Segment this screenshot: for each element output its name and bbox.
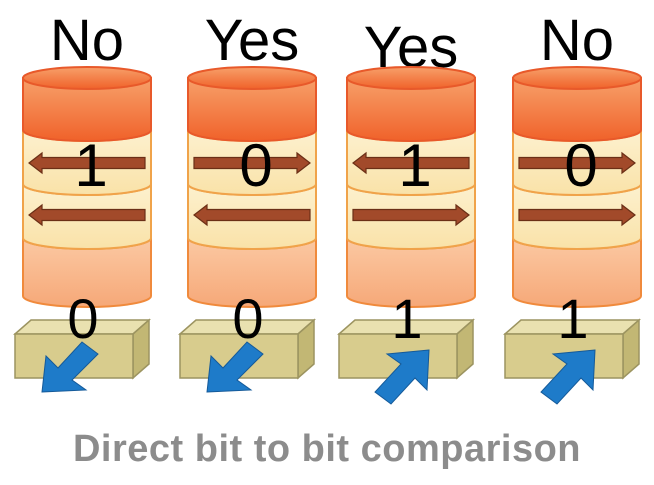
pointer-arrow-icon	[206, 341, 264, 393]
top-layer	[187, 66, 317, 142]
stored-bit: 1	[74, 132, 107, 199]
stored-bit: 0	[564, 132, 597, 199]
result-label: No	[540, 8, 614, 73]
pointer-arrow-icon	[41, 341, 99, 393]
magnetization-arrow-icon	[352, 151, 470, 175]
stored-bit: 1	[398, 132, 431, 199]
diagram-caption: Direct bit to bit comparison	[72, 428, 582, 470]
pointer-arrow-icon	[540, 349, 596, 405]
read-bit: 1	[557, 287, 588, 350]
magnetization-arrow-icon	[518, 203, 636, 227]
pointer-arrow-icon	[374, 349, 430, 405]
result-label: Yes	[205, 8, 300, 73]
stored-bit: 0	[239, 132, 272, 199]
read-bit: 1	[391, 287, 422, 350]
magnetization-arrow-icon	[193, 151, 311, 175]
magnetization-arrow-icon	[518, 151, 636, 175]
result-label: No	[50, 8, 124, 73]
read-bit: 0	[232, 287, 263, 350]
memory-stack: No 0 1	[503, 8, 642, 405]
memory-stack: No 1 0	[13, 8, 152, 393]
top-layer	[22, 66, 152, 142]
magnetization-arrow-icon	[352, 203, 470, 227]
memory-stack: Yes 0 0	[178, 8, 317, 393]
magnetization-arrow-icon	[28, 203, 146, 227]
magnetization-arrow-icon	[193, 203, 311, 227]
top-layer	[346, 66, 476, 142]
magnetization-arrow-icon	[28, 151, 146, 175]
read-bit: 0	[67, 287, 98, 350]
top-layer	[512, 66, 642, 142]
